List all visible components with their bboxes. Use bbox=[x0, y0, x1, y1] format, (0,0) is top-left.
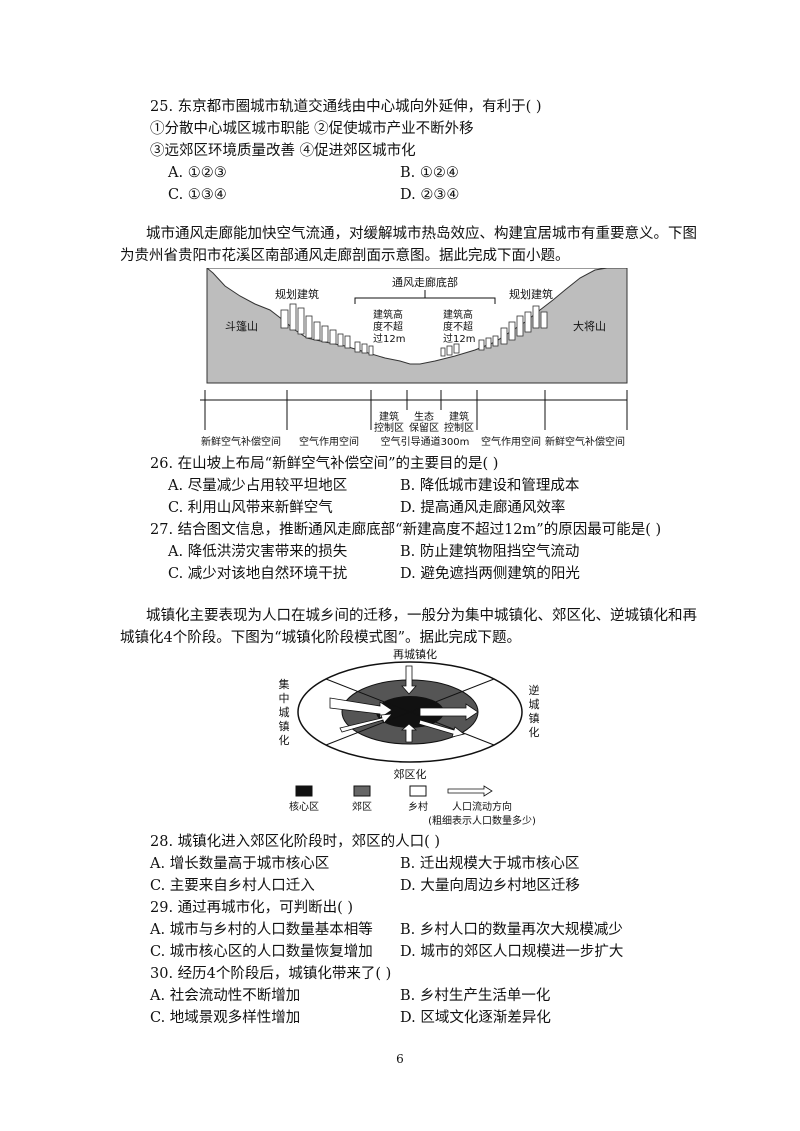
stage-left-3: 城 bbox=[279, 706, 290, 719]
q28-choice-d[interactable]: D. 大量向周边乡村地区迁移 bbox=[400, 878, 580, 894]
q25-options-line1: ①分散中心城区城市职能 ②促使城市产业不断外移 bbox=[150, 121, 474, 137]
height-limit-right-3: 过12m bbox=[443, 332, 475, 345]
planned-label-right: 规划建筑 bbox=[509, 287, 553, 301]
passage1-line1: 城市通风走廊能加快空气流通，对缓解城市热岛效应、构建宜居城市有重要意义。下图 bbox=[146, 226, 697, 242]
q30-choice-d[interactable]: D. 区域文化逐渐差异化 bbox=[400, 1010, 551, 1026]
q29-choice-a[interactable]: A. 城市与乡村的人口数量基本相等 bbox=[150, 922, 373, 938]
bottom-right-label: 新鲜空气补偿空间 bbox=[545, 435, 625, 448]
planned-buildings-right bbox=[500, 305, 548, 345]
legend-core: 核心区 bbox=[289, 800, 319, 813]
stage-right-4: 化 bbox=[529, 725, 540, 739]
q30-stem: 30. 经历4个阶段后，城镇化带来了( ) bbox=[150, 966, 392, 982]
stage-left-2: 中 bbox=[279, 692, 290, 705]
q25-stem: 25. 东京都市圈城市轨道交通线由中心城向外延伸，有利于( ) bbox=[150, 99, 542, 115]
q26-choice-a[interactable]: A. 尽量减少占用较平坦地区 bbox=[168, 478, 348, 494]
stage-right-3: 镇 bbox=[529, 711, 540, 725]
height-limit-right-1: 建筑高 bbox=[443, 308, 473, 321]
q28-choice-a[interactable]: A. 增长数量高于城市核心区 bbox=[150, 856, 330, 872]
right-mountain-label: 大将山 bbox=[573, 319, 606, 333]
q28-choice-c[interactable]: C. 主要来自乡村人口迁入 bbox=[150, 878, 315, 894]
stage-left-4: 镇 bbox=[279, 719, 290, 733]
stage-bottom-label: 郊区化 bbox=[394, 767, 427, 781]
left-mountain-label: 斗篷山 bbox=[225, 319, 258, 333]
height-limit-left-2: 度不超 bbox=[373, 320, 403, 333]
q25-choice-a[interactable]: A. ①②③ bbox=[168, 165, 227, 181]
q27-choice-b[interactable]: B. 防止建筑物阻挡空气流动 bbox=[400, 544, 580, 560]
passage2-line1: 城镇化主要表现为人口在城乡间的迁移，一般分为集中城镇化、郊区化、逆城镇化和再 bbox=[146, 608, 697, 624]
q29-stem: 29. 通过再城市化，可判断出( ) bbox=[150, 900, 354, 916]
legend bbox=[295, 785, 493, 797]
q27-choice-a[interactable]: A. 降低洪涝灾害带来的损失 bbox=[168, 544, 348, 560]
q26-choice-d[interactable]: D. 提高通风走廊通风效率 bbox=[400, 500, 566, 516]
bottom-left-label: 新鲜空气补偿空间 bbox=[201, 435, 281, 448]
bottom-left2-label: 空气作用空间 bbox=[299, 435, 359, 448]
q28-choice-b[interactable]: B. 迁出规模大于城市核心区 bbox=[400, 856, 580, 872]
ctrl-right-2: 控制区 bbox=[444, 421, 474, 434]
legend-suburb: 郊区 bbox=[352, 800, 372, 813]
stage-right-1: 逆 bbox=[529, 683, 540, 697]
page-number: 6 bbox=[396, 1052, 404, 1066]
legend-note: (粗细表示人口数量多少) bbox=[428, 814, 536, 827]
q28-stem: 28. 城镇化进入郊区化阶段时，郊区的人口( ) bbox=[150, 834, 441, 850]
ventilation-corridor-figure: 通风走廊底部 斗篷山 大将山 规划建筑 规划建筑 建筑高 度不超 过12m 建筑… bbox=[200, 268, 628, 448]
height-limit-left-3: 过12m bbox=[373, 332, 405, 345]
q30-choice-c[interactable]: C. 地域景观多样性增加 bbox=[150, 1010, 301, 1026]
q29-choice-d[interactable]: D. 城市的郊区人口规模进一步扩大 bbox=[400, 944, 624, 960]
ctrl-left-2: 控制区 bbox=[374, 421, 404, 434]
q30-choice-a[interactable]: A. 社会流动性不断增加 bbox=[150, 988, 301, 1004]
passage2-line2: 城镇化4个阶段。下图为“城镇化阶段模式图”。据此完成下题。 bbox=[120, 630, 522, 646]
stage-left-1: 集 bbox=[279, 677, 290, 691]
q27-choice-c[interactable]: C. 减少对该地自然环境干扰 bbox=[168, 566, 348, 582]
zone-scale-bar bbox=[200, 390, 628, 430]
stage-right-2: 城 bbox=[529, 698, 540, 711]
q27-stem: 27. 结合图文信息，推断通风走廊底部“新建高度不超过12m”的原因最可能是( … bbox=[150, 522, 662, 538]
q26-choice-c[interactable]: C. 利用山风带来新鲜空气 bbox=[168, 500, 333, 516]
q29-choice-c[interactable]: C. 城市核心区的人口数量恢复增加 bbox=[150, 944, 373, 960]
stage-left-5: 化 bbox=[279, 733, 290, 747]
eco-1: 生态 bbox=[414, 410, 434, 423]
height-limit-left-1: 建筑高 bbox=[373, 308, 403, 321]
legend-rural: 乡村 bbox=[408, 800, 428, 813]
population-flow-arrows bbox=[329, 665, 479, 743]
low-buildings-corridor bbox=[354, 335, 499, 357]
height-limit-right-2: 度不超 bbox=[443, 320, 473, 333]
stage-top-label: 再城镇化 bbox=[393, 647, 437, 661]
q25-options-line2: ③远郊区环境质量改善 ④促进郊区城市化 bbox=[150, 143, 416, 159]
ctrl-right-1: 建筑 bbox=[449, 410, 469, 423]
q30-choice-b[interactable]: B. 乡村生产生活单一化 bbox=[400, 988, 551, 1004]
guide-label: 空气引导通道300m bbox=[381, 435, 470, 448]
passage1-line2: 为贵州省贵阳市花溪区南部通风走廊剖面示意图。据此完成下面小题。 bbox=[120, 248, 570, 264]
planned-buildings-left bbox=[280, 303, 351, 349]
legend-flow: 人口流动方向 bbox=[452, 800, 512, 813]
terrain-profile bbox=[206, 268, 628, 384]
planned-label-left: 规划建筑 bbox=[275, 287, 319, 301]
q25-choice-d[interactable]: D. ②③④ bbox=[400, 187, 460, 203]
q25-choice-c[interactable]: C. ①③④ bbox=[168, 187, 227, 203]
q29-choice-b[interactable]: B. 乡村人口的数量再次大规模减少 bbox=[400, 922, 623, 938]
eco-2: 保留区 bbox=[409, 421, 439, 434]
ctrl-left-1: 建筑 bbox=[379, 410, 399, 423]
bottom-right2-label: 空气作用空间 bbox=[481, 435, 541, 448]
q25-choice-b[interactable]: B. ①②④ bbox=[400, 165, 459, 181]
q26-choice-b[interactable]: B. 降低城市建设和管理成本 bbox=[400, 478, 580, 494]
q26-stem: 26. 在山坡上布局“新鲜空气补偿空间”的主要目的是( ) bbox=[150, 456, 499, 472]
urbanization-stage-figure: 再城镇化 集 中 城 镇 化 逆 城 镇 化 郊区化 核心区 郊区 乡村 人口流… bbox=[279, 647, 540, 827]
q27-choice-d[interactable]: D. 避免遮挡两侧建筑的阳光 bbox=[400, 566, 580, 582]
corridor-label: 通风走廊底部 bbox=[392, 275, 458, 289]
